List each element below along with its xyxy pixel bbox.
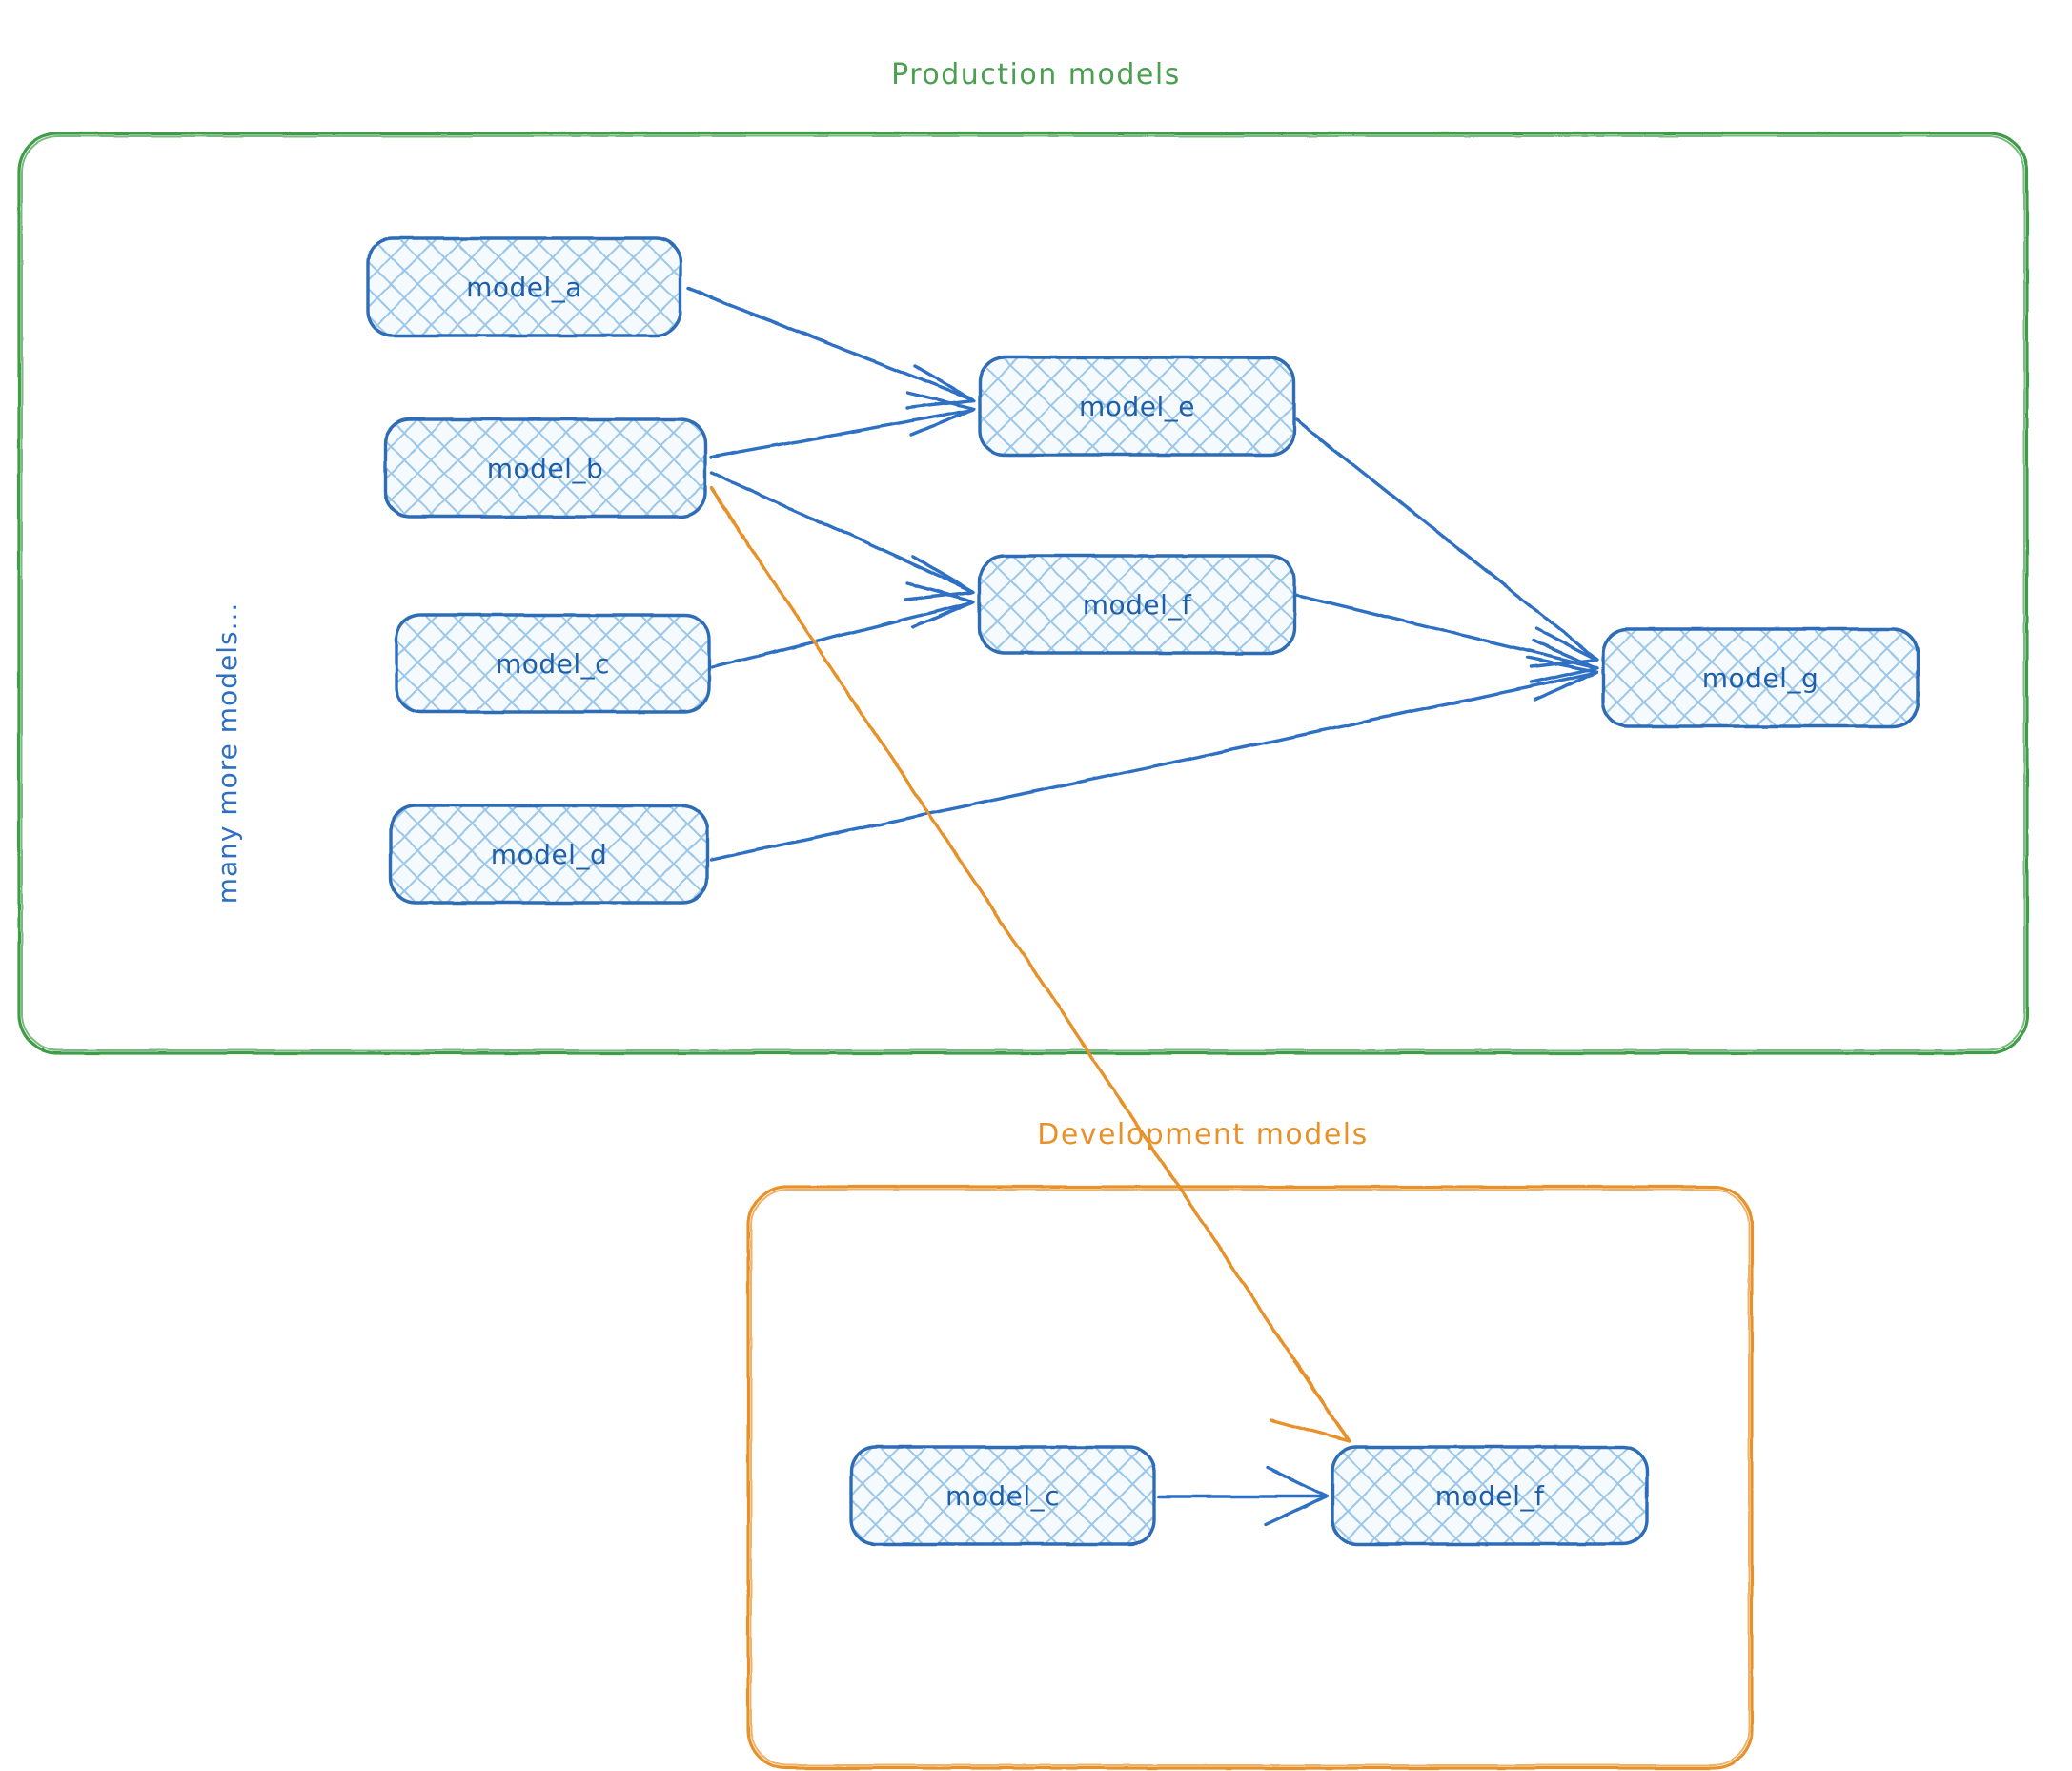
nodes-layer: model_a model_b model_c model_d — [366, 236, 1920, 1546]
edge-model-b-to-model-e — [709, 391, 976, 459]
group-production: Production models — [17, 58, 2029, 1055]
node-label: model_c — [945, 1480, 1060, 1512]
development-container-border-2 — [750, 1189, 1750, 1766]
node-label: model_g — [1702, 662, 1818, 694]
production-container-border-2 — [21, 135, 2025, 1051]
node-prod-model-e[interactable]: model_e — [978, 356, 1296, 457]
node-label: model_b — [487, 453, 603, 484]
node-dev-model-f[interactable]: model_f — [1331, 1445, 1649, 1546]
edge-model-d-to-model-g — [709, 656, 1599, 862]
many-more-models-note: many more models... — [212, 602, 243, 905]
node-prod-model-g[interactable]: model_g — [1601, 627, 1920, 728]
edge-model-e-to-model-g — [1294, 417, 1599, 669]
development-container-border — [746, 1185, 1754, 1770]
production-group-title: Production models — [891, 58, 1181, 92]
node-prod-model-b[interactable]: model_b — [383, 417, 707, 519]
node-label: model_e — [1079, 391, 1195, 422]
edge-prod-model-b-to-dev-model-f — [709, 486, 1351, 1443]
production-container-border — [17, 132, 2029, 1055]
node-dev-model-c[interactable]: model_c — [849, 1445, 1156, 1546]
node-label: model_c — [496, 648, 610, 680]
development-group-title: Development models — [1037, 1118, 1369, 1151]
edge-model-b-to-model-f — [709, 471, 976, 601]
node-label: model_a — [466, 272, 582, 303]
edges-layer — [686, 287, 1599, 1527]
node-prod-model-d[interactable]: model_d — [389, 804, 709, 905]
node-label: model_f — [1083, 589, 1192, 621]
edge-dev-model-c-to-dev-model-f — [1157, 1466, 1329, 1527]
edge-model-a-to-model-e — [686, 287, 976, 410]
edge-model-f-to-model-g — [1294, 593, 1599, 684]
node-prod-model-a[interactable]: model_a — [366, 236, 682, 337]
node-label: model_d — [491, 839, 607, 870]
node-prod-model-f[interactable]: model_f — [978, 554, 1296, 655]
group-development: Development models — [746, 1118, 1754, 1770]
node-prod-model-c[interactable]: model_c — [395, 613, 711, 714]
edge-model-c-to-model-f — [711, 581, 976, 669]
node-label: model_f — [1435, 1480, 1545, 1512]
